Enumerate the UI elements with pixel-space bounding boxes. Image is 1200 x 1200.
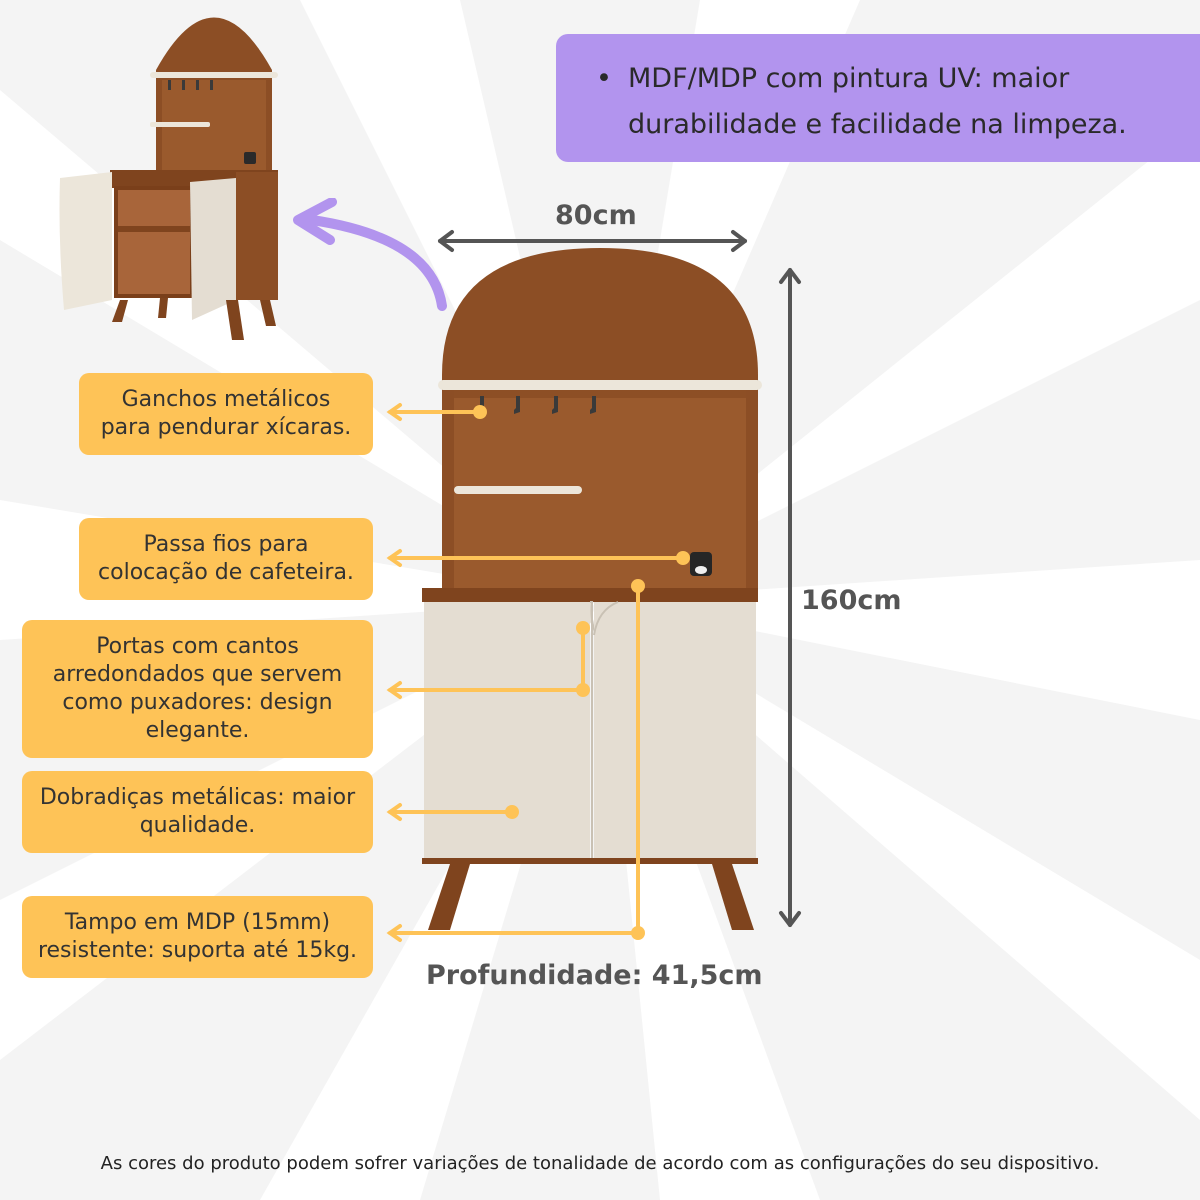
depth-label: Profundidade: 41,5cm (426, 960, 763, 991)
callout-hinges-line-2: qualidade. (139, 813, 256, 838)
callout-doors-line-4: elegante. (145, 718, 250, 743)
callout-hinges: Dobradiças metálicas: maior qualidade. (22, 771, 373, 853)
callout-hooks: Ganchos metálicos para pendurar xícaras. (79, 373, 373, 455)
callout-doors: Portas com cantos arredondados que serve… (22, 620, 373, 758)
callout-top-line-2: resistente: suporta até 15kg. (37, 938, 358, 963)
uv-paint-text: MDF/MDP com pintura UV: maior durabilida… (628, 63, 1127, 140)
height-label: 160cm (801, 585, 902, 616)
callout-hooks-line-2: para pendurar xícaras. (100, 415, 352, 440)
callout-doors-line-2: arredondados que servem (52, 662, 343, 687)
callout-doors-line-1: Portas com cantos (96, 634, 299, 659)
cabinet-front (422, 248, 762, 930)
callout-cable-line-2: colocação de cafeteira. (98, 560, 354, 585)
width-label: 80cm (555, 200, 637, 231)
cabinet-open-thumbnail (59, 17, 278, 340)
color-disclaimer: As cores do produto podem sofrer variaçõ… (100, 1153, 1100, 1174)
callout-hinges-line-1: Dobradiças metálicas: maior (39, 785, 356, 810)
callout-doors-line-3: como puxadores: design (62, 690, 333, 715)
uv-paint-feature-box: • MDF/MDP com pintura UV: maior durabili… (556, 34, 1200, 162)
callout-hooks-line-1: Ganchos metálicos (121, 387, 331, 412)
callout-top-line-1: Tampo em MDP (15mm) (64, 910, 331, 935)
callout-top: Tampo em MDP (15mm) resistente: suporta … (22, 896, 373, 978)
callout-cable: Passa fios para colocação de cafeteira. (79, 518, 373, 600)
bullet-icon: • (596, 63, 612, 94)
curved-arrow-icon (293, 198, 447, 311)
callout-cable-line-1: Passa fios para (143, 532, 309, 557)
